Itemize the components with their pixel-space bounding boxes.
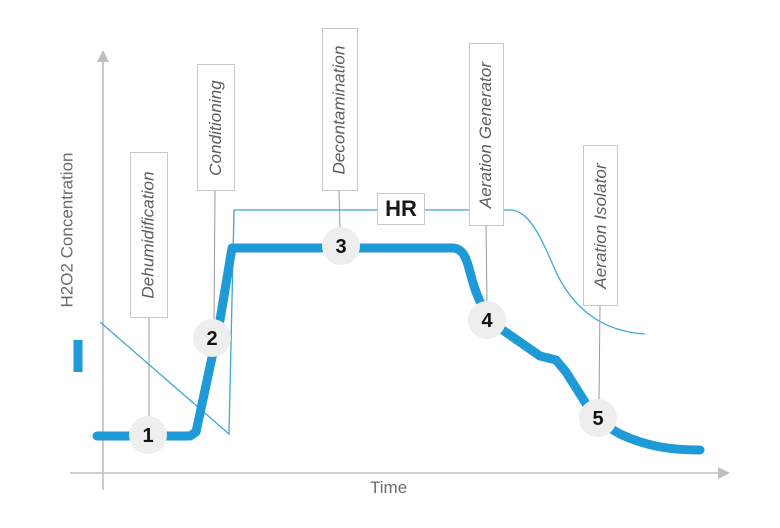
callout-aeration-isolator[interactable]: Aeration Isolator bbox=[583, 145, 618, 306]
callout-aeration-generator-label: Aeration Generator bbox=[476, 61, 496, 208]
marker-2-label: 2 bbox=[206, 328, 217, 350]
hr-badge-label: HR bbox=[385, 196, 417, 221]
hr-curve bbox=[99, 209, 646, 436]
callout-decontamination-label: Decontamination bbox=[330, 44, 350, 175]
callout-conditioning-label: Conditioning bbox=[206, 79, 225, 176]
hr-badge[interactable]: HR bbox=[377, 193, 425, 225]
h2o2-concentration-curve bbox=[92, 243, 705, 455]
marker-3-label: 3 bbox=[335, 236, 346, 258]
callout-decontamination[interactable]: Decontamination bbox=[322, 28, 358, 191]
marker-3[interactable]: 3 bbox=[322, 227, 360, 265]
marker-1-label: 1 bbox=[142, 425, 153, 447]
marker-4-label: 4 bbox=[481, 310, 493, 332]
callout-aeration-generator[interactable]: Aeration Generator bbox=[469, 43, 504, 226]
x-axis bbox=[70, 467, 730, 479]
callout-dehumidification[interactable]: Dehumidification bbox=[130, 152, 168, 318]
callout-dehumidification-label: Dehumidification bbox=[139, 171, 158, 299]
y-axis bbox=[97, 50, 109, 490]
marker-4[interactable]: 4 bbox=[468, 301, 506, 339]
x-axis-title-text: Time bbox=[370, 478, 408, 497]
callout-conditioning[interactable]: Conditioning bbox=[197, 64, 235, 191]
y-axis-title-text: H2O2 Concentration bbox=[57, 152, 77, 308]
callout-aeration-isolator-label: Aeration Isolator bbox=[590, 162, 610, 289]
marker-5-label: 5 bbox=[592, 408, 603, 430]
x-axis-title: Time bbox=[370, 478, 407, 498]
marker-1[interactable]: 1 bbox=[129, 416, 167, 454]
marker-2[interactable]: 2 bbox=[193, 319, 231, 357]
callout-leader-lines bbox=[148, 189, 601, 424]
y-axis-title: H2O2 Concentration bbox=[52, 130, 82, 330]
marker-5[interactable]: 5 bbox=[579, 399, 617, 437]
